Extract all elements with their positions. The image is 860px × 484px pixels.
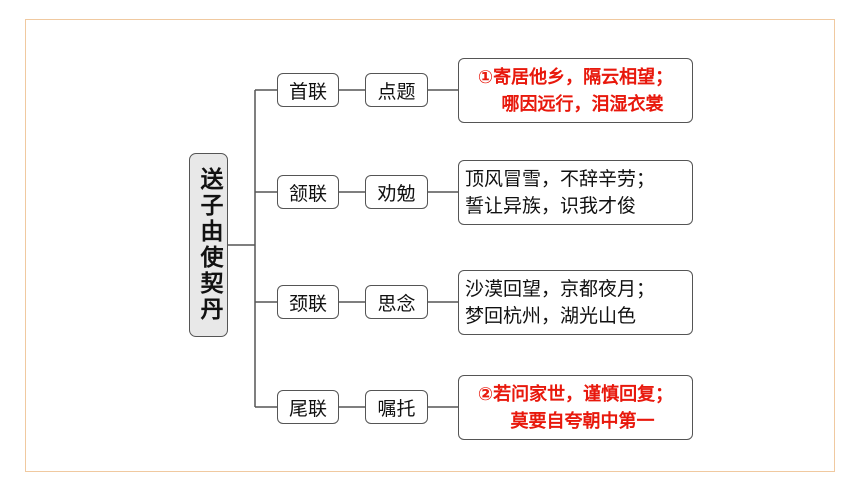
theme-box-2: 劝勉 [365,175,428,209]
poem-title: 送子由使契丹 [189,153,228,337]
content-box-1: ①寄居他乡，隔云相望； 哪因远行，泪湿衣裳 [458,58,693,123]
content-line-1b: 哪因远行，泪湿衣裳 [501,93,664,115]
part-box-3: 颈联 [277,285,339,319]
part-box-1: 首联 [277,73,339,107]
theme-box-3: 思念 [365,285,428,319]
content-line-3a: 沙漠回望，京都夜月； [465,277,656,300]
part-box-2: 颔联 [277,175,339,209]
content-box-2: 顶风冒雪，不辞辛劳； 誓让异族，识我才俊 [458,160,693,225]
content-line-2b: 誓让异族，识我才俊 [465,194,637,217]
content-box-4: ②若问家世，谨慎回复； 莫要自夸朝中第一 [458,375,693,440]
theme-box-1: 点题 [365,73,428,107]
content-box-3: 沙漠回望，京都夜月； 梦回杭州，湖光山色 [458,270,693,335]
content-line-4a: ②若问家世，谨慎回复； [477,383,674,405]
theme-box-4: 嘱托 [365,390,428,424]
content-line-2a: 顶风冒雪，不辞辛劳； [465,167,656,190]
part-box-4: 尾联 [277,390,339,424]
content-line-4b: 莫要自夸朝中第一 [510,410,655,432]
poem-title-text: 送子由使契丹 [196,167,222,323]
content-line-3b: 梦回杭州，湖光山色 [465,304,637,327]
slide-frame [25,19,835,472]
content-line-1a: ①寄居他乡，隔云相望； [477,66,674,88]
